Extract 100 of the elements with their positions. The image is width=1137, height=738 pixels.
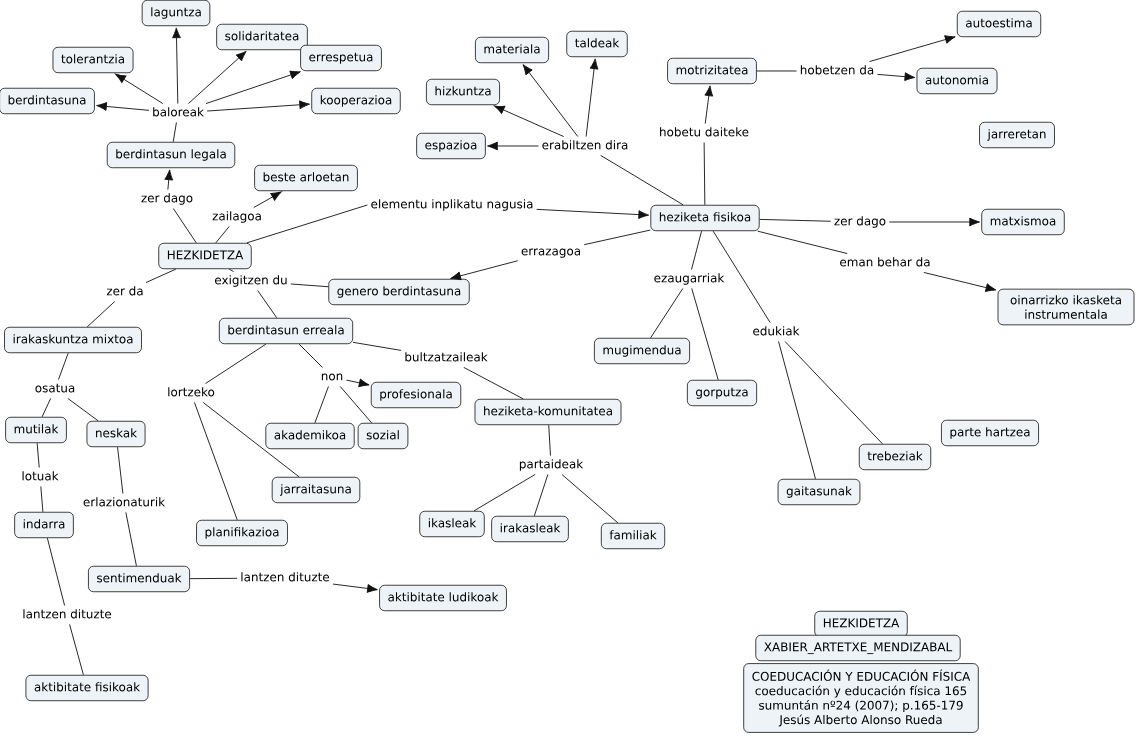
concept-box: materiala	[475, 36, 549, 64]
concept-box: errespetua	[300, 44, 382, 72]
connector-line	[298, 343, 323, 368]
connector-line	[756, 70, 798, 72]
arrow	[536, 208, 650, 219]
arrow	[253, 191, 282, 208]
connector-line	[246, 204, 368, 244]
connector-line	[757, 230, 848, 254]
arrow	[450, 260, 519, 281]
connector-line	[352, 341, 402, 351]
linking-phrase: eman behar da	[840, 257, 930, 267]
concept-box: autoestima	[956, 10, 1042, 38]
connector-line	[712, 230, 771, 323]
concept-box: jarreretan	[979, 121, 1055, 149]
connector-line	[145, 268, 177, 283]
connector-line	[69, 624, 84, 676]
concept-box: tolerantzia	[52, 46, 134, 74]
linking-phrase: zer dago	[141, 193, 193, 205]
connector-line	[533, 474, 549, 517]
concept-box: HEZKIDETZA	[158, 242, 252, 270]
concept-box: espazioa	[416, 132, 486, 160]
linking-phrase: lantzen dituzte	[241, 572, 330, 582]
concept-box: berdintasun legala	[106, 141, 236, 169]
connector-line	[290, 283, 329, 288]
connector-line	[125, 512, 137, 567]
concept-box: berdintasun erreala	[218, 317, 354, 345]
arrow	[493, 105, 565, 137]
arrow	[164, 169, 174, 190]
linking-phrase: erlazionaturik	[83, 497, 166, 507]
concept-box: autonomia	[916, 67, 998, 95]
concept-box: profesionala	[370, 381, 462, 409]
concept-box: gorputza	[686, 379, 758, 407]
connector-line	[691, 288, 719, 381]
linking-phrase: hobetzen da	[800, 65, 874, 75]
concept-box: mugimendua	[594, 337, 690, 365]
arrow	[188, 50, 247, 104]
connector-line	[583, 229, 651, 246]
concept-box: aktibitate ludikoak	[379, 584, 507, 612]
concept-box: planifikazioa	[196, 519, 288, 547]
connector-line	[473, 474, 536, 512]
concept-box: kooperazioa	[311, 87, 401, 115]
arrow	[206, 100, 310, 112]
linking-phrase: ezaugarriak	[654, 273, 725, 285]
linking-phrase: exigitzen du	[215, 275, 287, 287]
connector-line	[205, 343, 267, 384]
arrow	[115, 73, 164, 104]
connector-line	[67, 398, 99, 422]
concept-box: berdintasuna	[0, 87, 95, 115]
linking-phrase: elementu inplikatu nagusia	[371, 199, 533, 211]
concept-box: irakasleak	[491, 515, 569, 543]
arrow	[96, 102, 150, 111]
connector-line	[46, 537, 66, 606]
concept-box: indarra	[14, 511, 74, 539]
linking-phrase: non	[321, 373, 343, 381]
concept-box: oinarrizko ikasketa instrumentala	[997, 288, 1135, 326]
linking-phrase: erabiltzen dira	[542, 140, 628, 150]
connector-line	[194, 402, 238, 521]
concept-box: ikasleak	[419, 510, 485, 538]
concept-box: heziketa fisikoa	[650, 204, 760, 232]
concept-box: matxismoa	[981, 208, 1065, 236]
connector-line	[58, 352, 69, 380]
concept-box: genero berdintasuna	[328, 278, 470, 306]
linking-phrase: zailagoa	[212, 211, 261, 223]
connector-line	[117, 446, 124, 494]
linking-phrase: osatua	[35, 383, 75, 393]
connector-line	[759, 218, 832, 222]
connector-line	[257, 290, 278, 319]
concept-box: trebeziak	[858, 443, 932, 471]
concept-box: beste arloetan	[254, 164, 358, 192]
linking-phrase: partaideak	[519, 459, 584, 471]
concept-box: laguntza	[141, 0, 211, 27]
linking-phrase: baloreak	[153, 107, 204, 117]
arrow	[888, 217, 980, 227]
connector-line	[202, 402, 300, 478]
connector-line	[40, 486, 44, 513]
connector-line	[691, 230, 702, 270]
concept-box: jarraitasuna	[271, 476, 361, 504]
connector-line	[215, 226, 230, 244]
concept-box: solidaritatea	[216, 23, 308, 51]
concept-box: familiak	[600, 522, 666, 550]
concept-box: gaitasunak	[777, 478, 861, 506]
arrow	[923, 272, 997, 292]
info-box: XABIER_ARTETXE_MENDIZABAL	[755, 634, 961, 662]
linking-phrase: lotuak	[22, 471, 59, 481]
connector-line	[172, 208, 197, 244]
connector-line	[703, 142, 706, 206]
connector-line	[172, 122, 177, 143]
linking-phrase: lantzen dituzte	[23, 609, 112, 619]
arrow	[869, 35, 956, 62]
concept-box: taldeak	[566, 30, 628, 58]
arrow	[487, 141, 539, 151]
connector-line	[36, 442, 40, 468]
concept-box: hizkuntza	[426, 78, 500, 106]
connector-line	[778, 341, 816, 480]
concept-box: neskak	[86, 420, 146, 448]
concept-box: aktibitate fisikoak	[25, 674, 149, 702]
arrow	[332, 583, 378, 593]
linking-phrase: hobetu daiteke	[660, 127, 749, 137]
concept-box: sozial	[357, 422, 409, 450]
connector-line	[189, 577, 238, 580]
